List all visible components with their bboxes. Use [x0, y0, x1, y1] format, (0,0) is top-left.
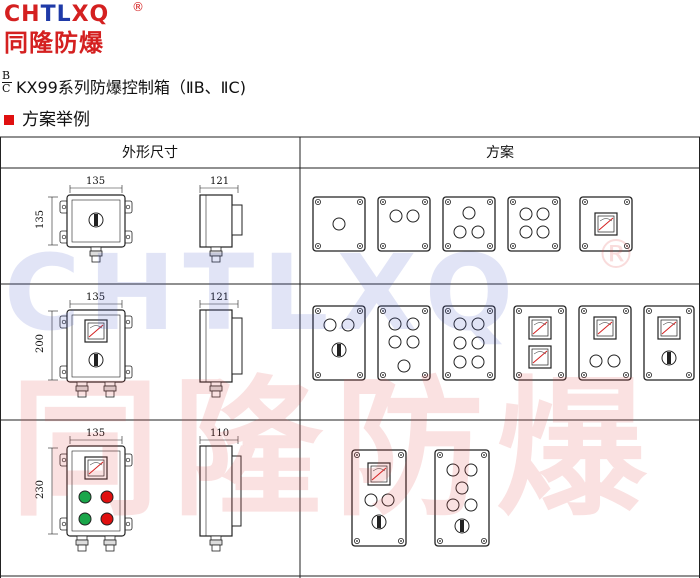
row3-schemes — [351, 449, 490, 547]
row3-front-view — [48, 436, 133, 552]
scheme-1-3 — [442, 196, 496, 252]
scheme-1-5 — [579, 196, 633, 252]
section-bullet-square — [4, 115, 14, 125]
scheme-1-2 — [377, 196, 431, 252]
scheme-2-4 — [513, 305, 567, 381]
section-title: 方案举例 — [22, 110, 90, 130]
scheme-2-3 — [442, 305, 496, 381]
row1-depth-dim: 121 — [210, 176, 230, 187]
row1-side-view — [199, 185, 243, 263]
registered-mark: ® — [132, 0, 144, 14]
row2-side-view — [199, 300, 243, 398]
scheme-3-1 — [351, 449, 407, 547]
model-prefix-fraction: B C — [2, 70, 16, 95]
row2-schemes — [312, 305, 695, 381]
row2-width-dim: 135 — [86, 292, 106, 303]
scheme-2-1 — [312, 305, 366, 381]
scheme-2-6 — [643, 305, 695, 381]
brand-logo-chinese: 同隆防爆 — [4, 29, 104, 57]
column-header-dimensions: 外形尺寸 — [122, 145, 178, 161]
column-header-schemes: 方案 — [486, 145, 514, 161]
scheme-1-1 — [312, 196, 366, 252]
row2-front-view — [48, 300, 133, 398]
scheme-3-2 — [434, 449, 490, 547]
row3-side-view — [199, 436, 242, 552]
row1-front-view — [48, 185, 133, 263]
logo-part-xq: XQ — [71, 2, 110, 27]
row2-height-dim: 200 — [35, 333, 47, 354]
scheme-2-2 — [377, 305, 431, 381]
row3-height-dim: 230 — [35, 479, 47, 500]
brand-logo-latin: CHTLXQ — [4, 2, 109, 28]
row3-width-dim: 135 — [86, 428, 106, 439]
model-title: KX99系列防爆控制箱（ⅡB、ⅡC) — [16, 78, 246, 97]
row3-depth-dim: 110 — [210, 428, 230, 439]
row1-width-dim: 135 — [86, 176, 106, 187]
row1-height-dim: 135 — [35, 209, 47, 230]
fraction-bottom: C — [2, 82, 11, 95]
brand-logo: CHTLXQ ® 同隆防爆 — [4, 0, 154, 62]
fraction-bar — [2, 82, 12, 83]
scheme-2-5 — [578, 305, 632, 381]
row1-schemes — [312, 196, 633, 252]
scheme-1-4 — [507, 196, 561, 252]
fraction-top: B — [2, 69, 11, 82]
logo-part-tl: TL — [40, 2, 72, 27]
logo-part-ch: CH — [4, 2, 41, 27]
row2-depth-dim: 121 — [210, 292, 230, 303]
